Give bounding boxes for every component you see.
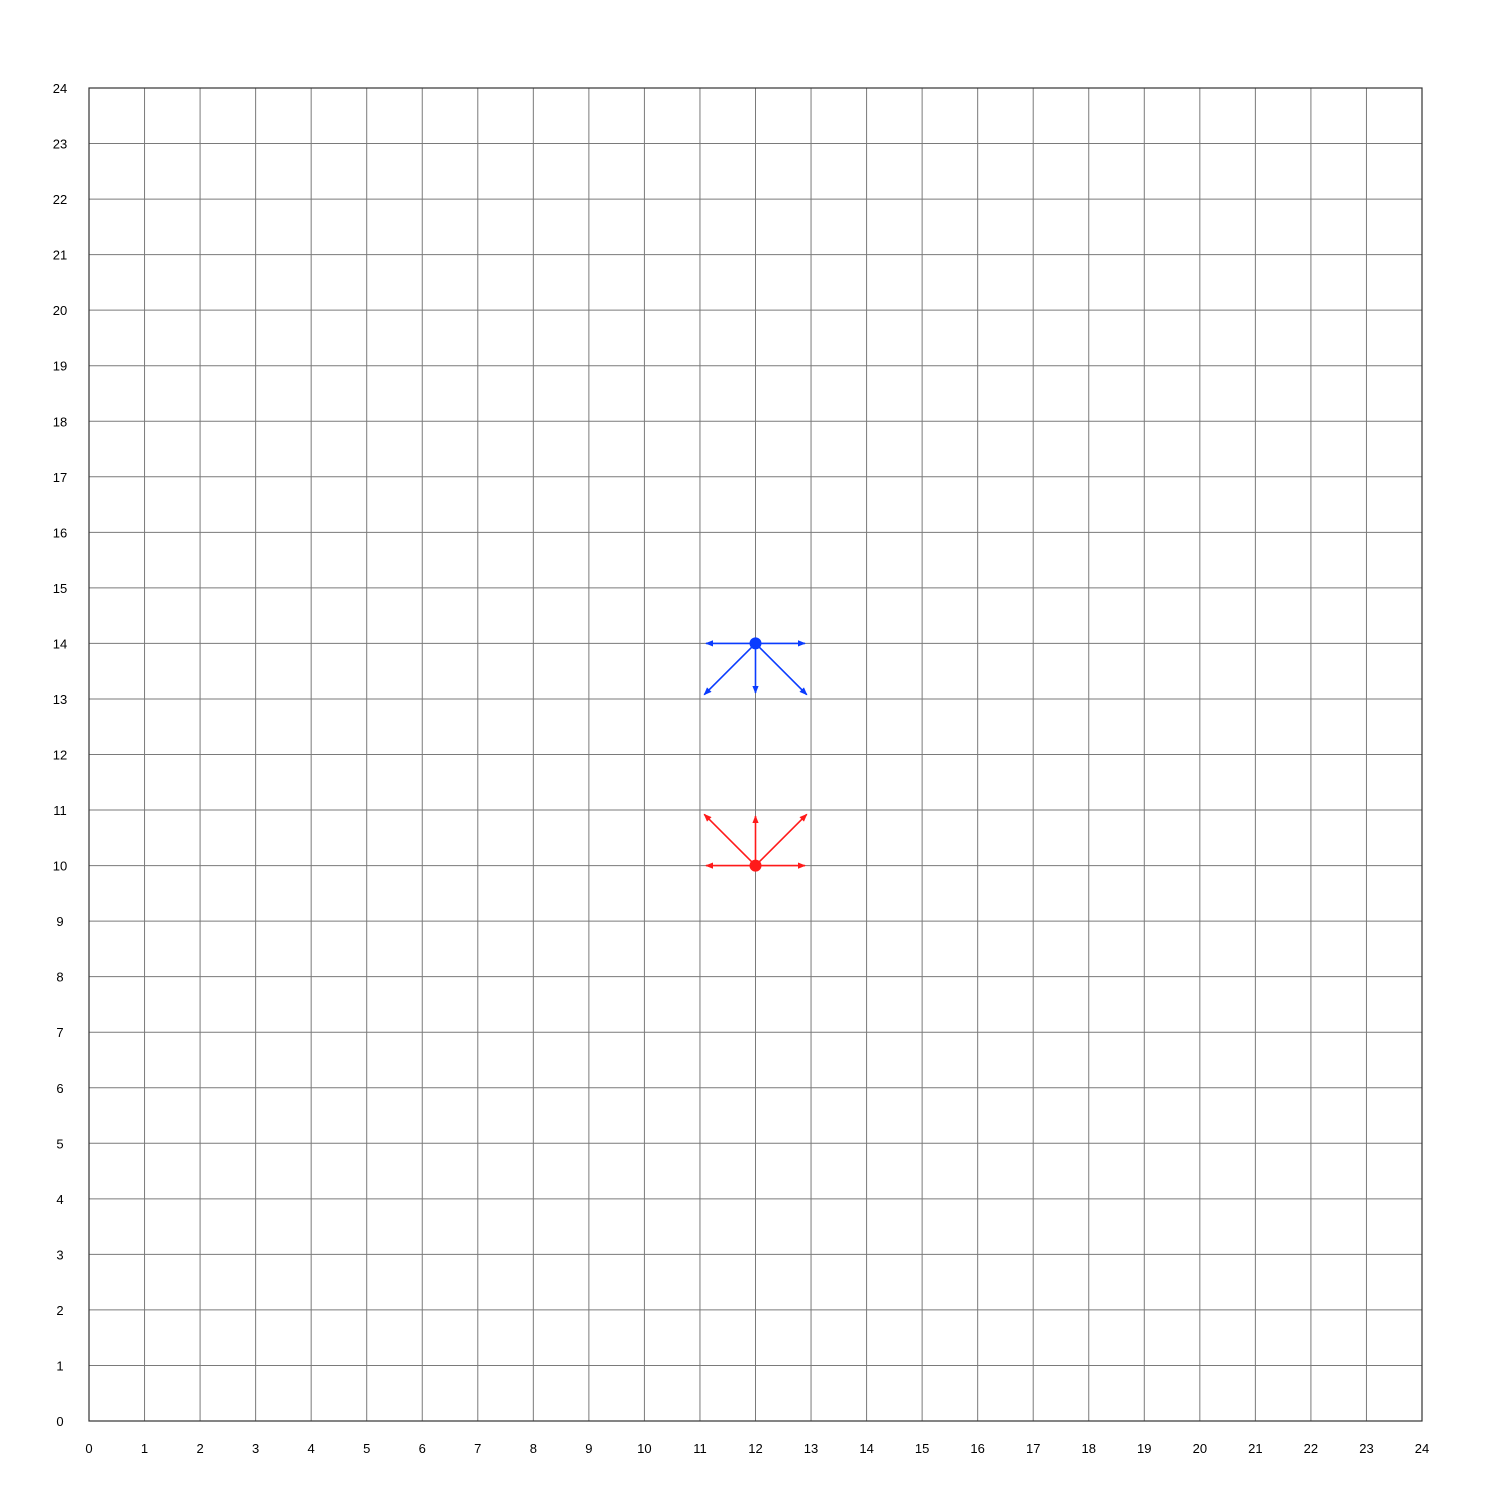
red-move-arrow: [754, 813, 808, 867]
x-tick-label: 18: [1082, 1441, 1096, 1456]
y-tick-label: 2: [56, 1303, 63, 1318]
x-tick-label: 21: [1248, 1441, 1262, 1456]
y-tick-label: 1: [56, 1358, 63, 1373]
red-move-arrow: [703, 813, 757, 867]
x-tick-label: 15: [915, 1441, 929, 1456]
x-tick-label: 22: [1304, 1441, 1318, 1456]
y-tick-label: 7: [56, 1025, 63, 1040]
blue-move-arrow: [703, 642, 757, 696]
y-tick-label: 11: [53, 803, 67, 818]
y-tick-label: 10: [53, 859, 67, 874]
x-tick-label: 12: [748, 1441, 762, 1456]
blue-piece-group: [703, 637, 808, 696]
red-piece[interactable]: [749, 859, 762, 872]
x-tick-label: 3: [252, 1441, 259, 1456]
y-tick-label: 13: [53, 692, 67, 707]
x-tick-label: 5: [363, 1441, 370, 1456]
x-tick-label: 20: [1193, 1441, 1207, 1456]
x-tick-label: 17: [1026, 1441, 1040, 1456]
y-tick-label: 9: [56, 914, 63, 929]
y-tick-label: 22: [53, 192, 67, 207]
blue-piece[interactable]: [749, 637, 762, 650]
y-tick-label: 5: [56, 1136, 63, 1151]
x-tick-label: 24: [1415, 1441, 1429, 1456]
y-tick-label: 0: [56, 1414, 63, 1429]
x-tick-label: 14: [859, 1441, 873, 1456]
y-tick-label: 15: [53, 581, 67, 596]
y-tick-label: 18: [53, 414, 67, 429]
y-tick-label: 12: [53, 748, 67, 763]
y-tick-label: 21: [53, 248, 67, 263]
x-tick-label: 13: [804, 1441, 818, 1456]
y-tick-label: 6: [56, 1081, 63, 1096]
y-tick-label: 16: [53, 525, 67, 540]
blue-move-arrow: [754, 642, 808, 696]
x-tick-label: 23: [1359, 1441, 1373, 1456]
x-tick-label: 10: [637, 1441, 651, 1456]
x-tick-label: 9: [585, 1441, 592, 1456]
x-tick-label: 4: [308, 1441, 315, 1456]
board-frame: [88, 87, 1423, 1422]
y-tick-label: 19: [53, 359, 67, 374]
x-tick-label: 2: [196, 1441, 203, 1456]
y-tick-label: 3: [56, 1247, 63, 1262]
x-tick-label: 7: [474, 1441, 481, 1456]
x-tick-label: 0: [85, 1441, 92, 1456]
x-tick-label: 16: [970, 1441, 984, 1456]
x-tick-label: 11: [693, 1441, 707, 1456]
x-tick-label: 8: [530, 1441, 537, 1456]
y-tick-label: 20: [53, 303, 67, 318]
y-tick-label: 4: [56, 1192, 63, 1207]
red-piece-group: [703, 813, 808, 872]
x-tick-label: 19: [1137, 1441, 1151, 1456]
y-tick-label: 23: [53, 137, 67, 152]
y-tick-label: 8: [56, 970, 63, 985]
y-tick-label: 24: [53, 81, 67, 96]
pieces-layer: [703, 637, 808, 872]
y-tick-label: 17: [53, 470, 67, 485]
y-tick-label: 14: [53, 636, 67, 651]
x-tick-label: 6: [419, 1441, 426, 1456]
x-tick-label: 1: [141, 1441, 148, 1456]
grid-lines: [88, 87, 1423, 1422]
